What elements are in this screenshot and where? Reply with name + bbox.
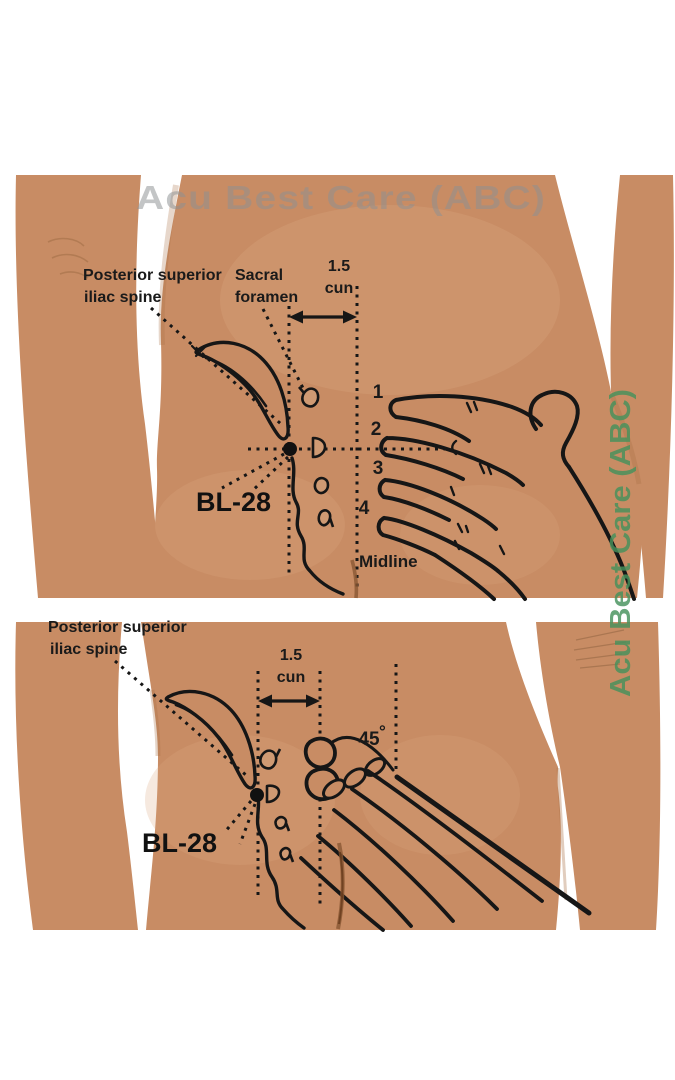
foramen-b4 bbox=[279, 846, 295, 863]
gluteal-cleft-top bbox=[350, 559, 359, 599]
measuring-hand bbox=[376, 389, 636, 601]
top-waist-shadow bbox=[158, 184, 179, 346]
foramen-b2 bbox=[265, 784, 281, 804]
label-foramen-number-2: 2 bbox=[371, 419, 382, 440]
cun-arrow-bottom bbox=[258, 694, 320, 708]
hand-finger-stroke-1 bbox=[366, 769, 544, 903]
bottom-thigh-crease bbox=[556, 767, 568, 901]
bottom-right-limb bbox=[536, 622, 661, 930]
label-midline: Midline bbox=[359, 552, 418, 571]
gluteal-cleft-bottom-core bbox=[338, 851, 344, 925]
bottom-waist-shadow bbox=[149, 689, 161, 757]
figure-bottom-needling-panel: Posterior superior iliac spine 1.5 cun 4… bbox=[15, 619, 661, 932]
iliac-crest-inner-line-bottom bbox=[174, 703, 234, 757]
top-buttock-highlight-right bbox=[400, 485, 560, 585]
hand-middle-finger bbox=[379, 436, 525, 487]
hand-ring-finger bbox=[377, 478, 498, 531]
hand-little-finger bbox=[376, 516, 500, 573]
foramen-1 bbox=[298, 386, 320, 408]
foramen-b3 bbox=[274, 815, 291, 832]
watermark-side: Acu Best Care (ABC) bbox=[605, 389, 637, 697]
bl28-label-pointer-dotted-top bbox=[221, 452, 290, 493]
bl28-point-dot-bottom bbox=[250, 788, 264, 802]
label-cun-top-line1: 1.5 bbox=[328, 258, 350, 275]
bottom-buttock-highlight-right bbox=[360, 735, 520, 855]
top-right-arm bbox=[610, 175, 674, 598]
label-needle-angle: 45 bbox=[358, 729, 380, 750]
hand-back-edge bbox=[567, 465, 636, 601]
hand-thumb bbox=[528, 389, 580, 469]
iliac-crest-inner-line bbox=[204, 356, 268, 408]
watermark-side-group: Acu Best Care (ABC) bbox=[605, 389, 637, 697]
watermark-top: Acu Best Care (ABC) bbox=[136, 179, 546, 216]
needle-shaft bbox=[394, 774, 592, 916]
label-bl28-top: BL-28 bbox=[196, 487, 271, 517]
top-buttock-highlight-left bbox=[155, 470, 345, 580]
psis-pointer-dotted-line-bottom bbox=[114, 659, 248, 778]
sacrum-wavy-line-top bbox=[290, 456, 345, 596]
figure-top-locating-panel: Acu Best Care (ABC) bbox=[15, 175, 674, 601]
cun-arrow-top-right-head bbox=[343, 310, 357, 324]
iliac-crest-tick bbox=[190, 344, 207, 359]
needle-angle-arc bbox=[328, 736, 395, 772]
label-sacral-line1: Sacral bbox=[235, 267, 283, 284]
top-left-arm bbox=[15, 175, 162, 598]
hand-knuckle-creases bbox=[449, 400, 506, 556]
label-psis-top-line1: Posterior superior bbox=[83, 267, 222, 284]
needling-hand bbox=[299, 736, 592, 932]
foramen-3 bbox=[313, 476, 330, 495]
label-foramen-number-3: 3 bbox=[373, 458, 384, 479]
iliac-crest-outline-bottom bbox=[164, 689, 257, 790]
cun-arrow-top-left-head bbox=[289, 310, 303, 324]
foramen-2 bbox=[311, 436, 327, 459]
label-foramen-number-4: 4 bbox=[359, 498, 370, 519]
hand-bottom-edge bbox=[299, 856, 385, 932]
hand-palm-edges bbox=[433, 553, 527, 601]
bl28-label-pointer-dotted-bottom bbox=[222, 800, 257, 845]
label-cun-bottom-line1: 1.5 bbox=[280, 647, 302, 664]
foramen-b1 bbox=[259, 748, 282, 770]
label-needle-angle-degree: ° bbox=[379, 722, 386, 741]
sacral-foramina-top bbox=[298, 386, 335, 528]
top-skin-highlight bbox=[220, 205, 560, 395]
sacrum-wavy-line-bottom bbox=[254, 788, 306, 930]
hand-finger-stroke-4 bbox=[316, 834, 413, 928]
psis-pointer-dotted-line-top bbox=[150, 306, 282, 426]
top-torso bbox=[149, 175, 643, 598]
label-psis-top-line2: iliac spine bbox=[84, 289, 161, 306]
foramen-4 bbox=[317, 509, 335, 528]
cun-arrow-bottom-left-head bbox=[258, 694, 272, 708]
label-psis-bottom-line2: iliac spine bbox=[50, 641, 127, 658]
hand-finger-stroke-3 bbox=[332, 808, 455, 923]
label-cun-top-line2: cun bbox=[325, 280, 353, 297]
label-sacral-line2: foramen bbox=[235, 289, 298, 306]
pinch-fingertip-loop-1 bbox=[303, 736, 337, 770]
cun-arrow-bottom-right-head bbox=[306, 694, 320, 708]
top-hip-shadow bbox=[609, 394, 642, 485]
label-cun-bottom-line2: cun bbox=[277, 669, 305, 686]
bottom-left-arm bbox=[15, 622, 139, 930]
hand-finger-stroke-2 bbox=[350, 787, 499, 911]
label-foramen-number-1: 1 bbox=[373, 382, 384, 403]
bl28-point-dot-top bbox=[283, 442, 297, 456]
label-bl28-bottom: BL-28 bbox=[142, 828, 217, 858]
cun-arrow-top bbox=[289, 310, 357, 324]
top-elbow-sketch bbox=[47, 237, 89, 279]
sacral-foramina-bottom bbox=[259, 748, 295, 863]
label-psis-bottom-line1: Posterior superior bbox=[48, 619, 187, 636]
sacral-foramen-pointer-dotted-line bbox=[261, 308, 308, 395]
bottom-buttock-highlight-left bbox=[145, 735, 335, 865]
bottom-arm-hair-sketch bbox=[573, 629, 627, 669]
